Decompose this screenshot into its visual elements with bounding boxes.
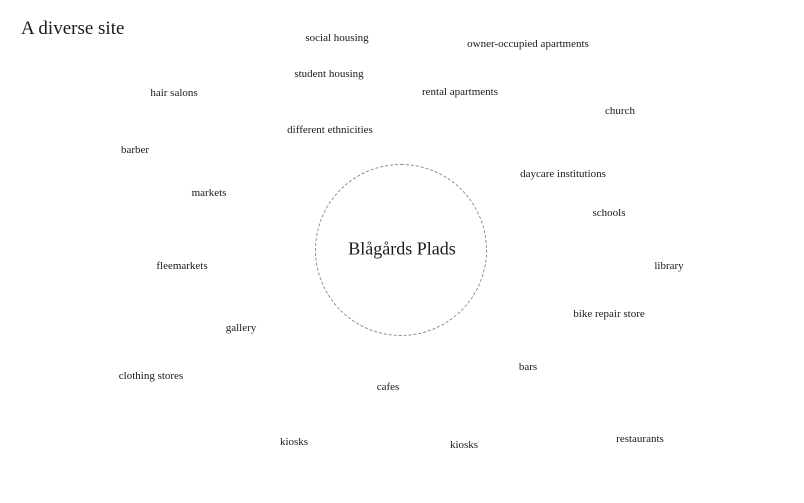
center-dashed-circle	[315, 164, 487, 336]
term-fleemarkets: fleemarkets	[156, 260, 208, 272]
term-bike-repair-store: bike repair store	[573, 308, 645, 320]
diagram-title: A diverse site	[21, 18, 125, 39]
term-social-housing: social housing	[305, 32, 369, 44]
center-label: Blågårds Plads	[348, 238, 456, 259]
term-student-housing: student housing	[294, 68, 364, 80]
term-gallery: gallery	[225, 322, 257, 334]
term-daycare-institutions: daycare institutions	[520, 168, 606, 180]
term-bars: bars	[518, 361, 538, 373]
term-kiosks-right: kiosks	[449, 439, 479, 451]
term-markets: markets	[191, 187, 227, 199]
term-cafes: cafes	[376, 381, 400, 393]
term-schools: schools	[592, 207, 626, 219]
term-kiosks-left: kiosks	[279, 436, 309, 448]
term-hair-salons: hair salons	[150, 87, 198, 99]
term-rental-apartments: rental apartments	[421, 86, 499, 98]
term-different-ethnicities: different ethnicities	[287, 124, 373, 136]
term-clothing-stores: clothing stores	[118, 370, 184, 382]
term-library: library	[654, 260, 684, 272]
term-owner-occupied-apartments: owner-occupied apartments	[467, 38, 589, 50]
term-church: church	[605, 105, 635, 117]
term-barber: barber	[120, 144, 150, 156]
term-restaurants: restaurants	[616, 433, 664, 445]
